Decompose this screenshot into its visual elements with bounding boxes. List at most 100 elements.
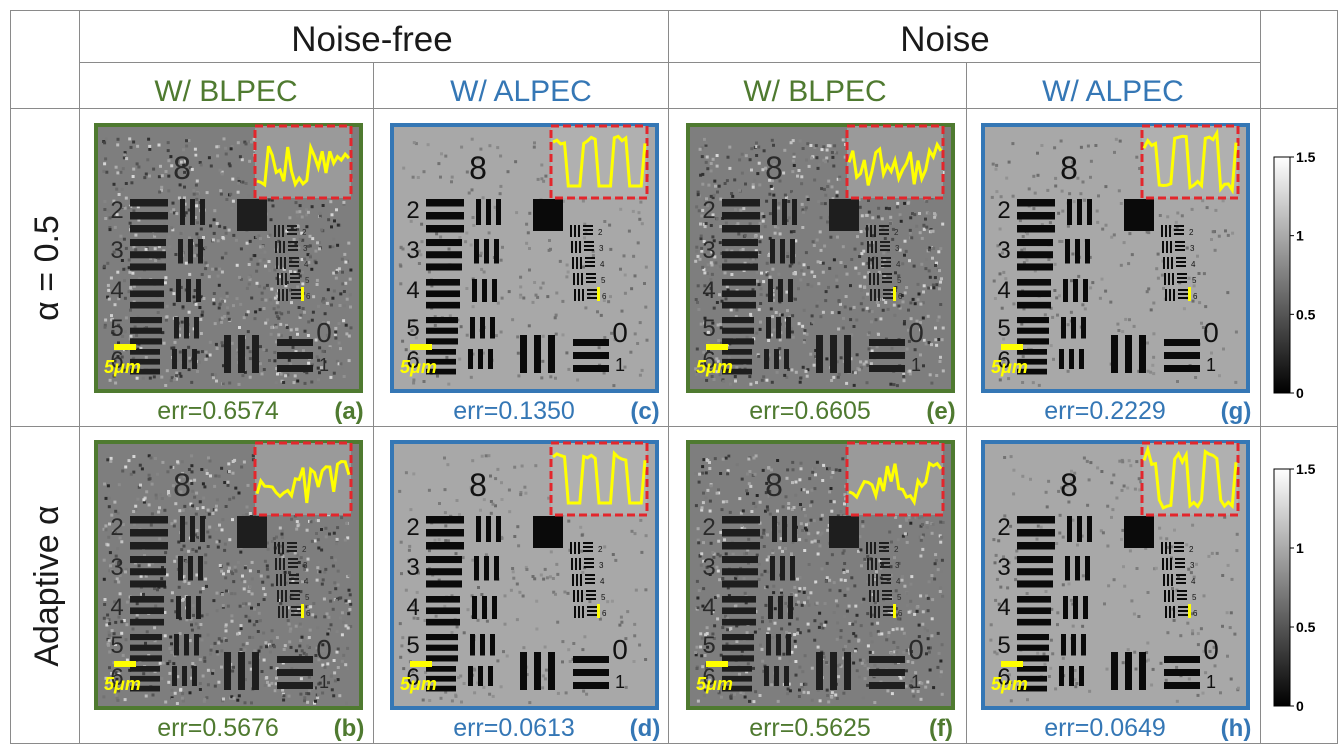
noise-speckle [107, 492, 111, 495]
noise-speckle [122, 619, 126, 622]
noise-speckle [161, 661, 165, 665]
noise-speckle [137, 485, 141, 489]
noise-speckle [926, 637, 930, 641]
intensity-profile [552, 450, 647, 505]
noise-speckle [467, 191, 471, 195]
noise-speckle [216, 239, 220, 243]
element-digit: 4 [406, 594, 419, 621]
noise-speckle [1011, 142, 1015, 146]
noise-speckle [153, 247, 157, 251]
noise-speckle [753, 257, 757, 261]
noise-speckle [999, 195, 1003, 199]
target-small-v [874, 225, 876, 237]
noise-speckle [810, 284, 814, 288]
noise-speckle [326, 662, 330, 666]
noise-speckle [703, 321, 707, 325]
noise-speckle [561, 660, 564, 664]
noise-speckle [179, 688, 183, 692]
noise-speckle [797, 169, 801, 172]
noise-speckle [294, 350, 298, 354]
target-small-h [587, 614, 597, 616]
noise-speckle [250, 606, 253, 610]
noise-speckle [760, 616, 764, 620]
noise-speckle [216, 652, 220, 656]
noise-speckle [770, 179, 774, 183]
noise-speckle [726, 472, 730, 476]
target-bar-h [1017, 279, 1051, 286]
noise-speckle [870, 349, 874, 353]
noise-speckle [852, 305, 856, 309]
target-small-h [287, 550, 297, 552]
noise-speckle [347, 612, 351, 616]
target-bar-h [426, 685, 456, 692]
noise-speckle [809, 144, 813, 147]
noise-speckle [740, 171, 744, 175]
noise-speckle [608, 223, 612, 227]
noise-speckle [712, 193, 716, 197]
noise-speckle [939, 247, 943, 251]
noise-speckle [197, 626, 201, 630]
noise-speckle [320, 528, 323, 531]
noise-speckle [643, 282, 646, 285]
noise-speckle [199, 163, 203, 167]
noise-speckle [109, 676, 113, 680]
noise-speckle [447, 382, 451, 386]
noise-speckle [236, 141, 240, 145]
noise-speckle [332, 659, 336, 662]
noise-speckle [1049, 306, 1053, 310]
target-small-v [573, 590, 575, 602]
noise-speckle [176, 460, 180, 464]
header-noise-free: Noise-free [291, 20, 452, 59]
noise-speckle [718, 322, 722, 326]
noise-speckle [174, 253, 178, 256]
noise-speckle [330, 556, 334, 560]
target-bar-v [788, 279, 793, 302]
noise-speckle [1081, 180, 1085, 184]
noise-speckle [753, 630, 757, 634]
noise-speckle [549, 550, 553, 554]
noise-speckle [903, 239, 907, 243]
noise-speckle [282, 698, 286, 702]
noise-speckle [317, 304, 320, 308]
noise-speckle [711, 235, 715, 239]
noise-speckle [941, 521, 945, 524]
noise-speckle [1002, 358, 1006, 362]
noise-speckle [503, 622, 507, 626]
noise-speckle [263, 684, 267, 687]
target-bar-v [496, 199, 501, 225]
noise-speckle [220, 270, 224, 274]
noise-speckle [235, 355, 239, 358]
noise-speckle [800, 182, 804, 186]
noise-speckle [458, 513, 461, 517]
noise-speckle [868, 650, 872, 654]
noise-speckle [788, 622, 792, 626]
noise-speckle [208, 525, 212, 529]
noise-speckle [331, 607, 335, 611]
noise-speckle [726, 586, 730, 590]
noise-speckle [709, 287, 713, 290]
noise-speckle [754, 249, 758, 253]
header-noise: Noise [900, 20, 989, 59]
small-digit: 3 [599, 561, 604, 570]
noise-speckle [1057, 211, 1061, 215]
noise-speckle [830, 185, 834, 189]
noise-speckle [706, 330, 710, 334]
noise-speckle [255, 281, 259, 285]
noise-speckle [1146, 341, 1149, 345]
noise-speckle [834, 468, 838, 472]
noise-speckle [334, 330, 338, 334]
noise-speckle [302, 564, 306, 568]
noise-speckle [733, 178, 737, 182]
noise-speckle [145, 490, 149, 494]
target-small-v [280, 257, 282, 269]
noise-speckle [1020, 322, 1024, 326]
noise-speckle [919, 538, 923, 542]
small-digit: 6 [306, 609, 311, 618]
noise-speckle [336, 243, 340, 247]
target-bar-h [1017, 225, 1055, 233]
noise-speckle [337, 362, 341, 366]
noise-speckle [805, 158, 808, 162]
noise-speckle [1005, 176, 1009, 180]
noise-speckle [726, 288, 730, 292]
noise-speckle [875, 602, 879, 606]
